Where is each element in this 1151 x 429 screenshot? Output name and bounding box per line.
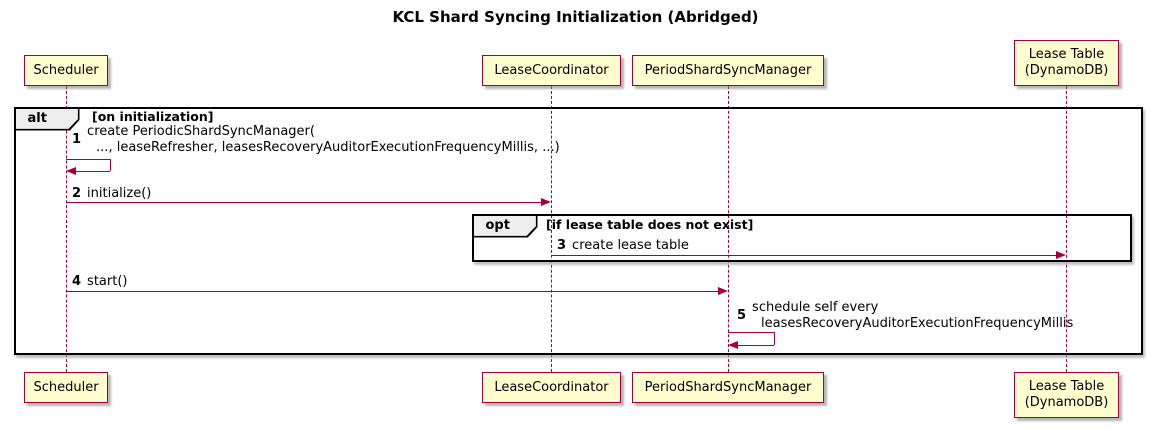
message-5-arrowhead	[728, 341, 738, 349]
participant-label: PeriodShardSyncManager	[644, 62, 812, 78]
opt-operator-pentagon: opt	[473, 215, 538, 238]
message-number: 1	[72, 132, 82, 147]
message-2-arrowhead	[541, 198, 551, 206]
alt-frame: alt	[14, 107, 1143, 355]
message-1-self-arrow	[66, 159, 110, 160]
message-2-arrow	[66, 202, 542, 203]
message-5-label: 5 schedule self every leasesRecoveryAudi…	[737, 300, 1073, 332]
participant-sublabel: (DynamoDB)	[1024, 63, 1109, 78]
participant-leasetable-top: Lease Table (DynamoDB)	[1014, 40, 1119, 86]
message-2-label: 2 initialize()	[72, 186, 151, 202]
message-number: 3	[557, 238, 567, 253]
lifeline-leasetable	[1066, 86, 1067, 372]
message-text: schedule self every leasesRecoveryAudito…	[752, 300, 1074, 331]
participant-label: LeaseCoordinator	[494, 379, 609, 395]
message-text: create lease table	[572, 238, 689, 253]
alt-operator-label: alt	[15, 108, 78, 129]
participant-leasecoordinator-bottom: LeaseCoordinator	[482, 372, 621, 403]
message-number: 4	[72, 274, 82, 289]
message-3-arrow	[551, 255, 1057, 256]
participant-label: Lease Table	[1028, 379, 1105, 394]
message-5-self-arrow	[736, 345, 774, 346]
message-4-arrowhead	[718, 287, 728, 295]
message-4-label: 4 start()	[72, 274, 127, 290]
message-1-self-arrow	[110, 159, 111, 171]
participant-label: Scheduler	[33, 62, 99, 78]
participant-periodshardsyncmanager-bottom: PeriodShardSyncManager	[632, 372, 824, 403]
message-number: 5	[737, 308, 747, 323]
opt-operator-label: opt	[473, 215, 536, 236]
message-text: initialize()	[87, 186, 152, 201]
diagram-title: KCL Shard Syncing Initialization (Abridg…	[392, 8, 759, 26]
participant-label: Lease Table	[1028, 47, 1105, 62]
participant-leasecoordinator-top: LeaseCoordinator	[482, 55, 621, 86]
message-text: start()	[87, 274, 128, 289]
opt-guard: [if lease table does not exist]	[546, 217, 754, 232]
alt-operator-pentagon: alt	[15, 108, 80, 131]
participant-periodshardsyncmanager-top: PeriodShardSyncManager	[632, 55, 824, 86]
message-1-arrowhead	[66, 167, 76, 175]
participant-label: PeriodShardSyncManager	[644, 379, 812, 395]
participant-scheduler-bottom: Scheduler	[24, 372, 108, 403]
message-number: 2	[72, 186, 82, 201]
participant-label: Scheduler	[33, 379, 99, 395]
message-5-self-arrow	[728, 332, 774, 333]
lifeline-periodshardsyncmanager	[728, 86, 729, 372]
participant-sublabel: (DynamoDB)	[1024, 395, 1109, 410]
message-3-arrowhead	[1056, 251, 1066, 259]
participant-leasetable-bottom: Lease Table (DynamoDB)	[1014, 372, 1119, 418]
lifeline-leasecoordinator	[551, 86, 552, 372]
message-1-label: 1 create PeriodicShardSyncManager( ..., …	[72, 124, 560, 156]
message-3-label: 3 create lease table	[557, 238, 689, 254]
message-5-self-arrow	[774, 332, 775, 345]
lifeline-scheduler	[66, 86, 67, 372]
opt-frame: opt	[472, 214, 1132, 262]
message-text: create PeriodicShardSyncManager( ..., le…	[87, 124, 560, 155]
message-1-self-arrow	[74, 171, 110, 172]
message-4-arrow	[66, 291, 719, 292]
alt-guard: [on initialization]	[92, 109, 214, 124]
participant-scheduler-top: Scheduler	[24, 55, 108, 86]
participant-label: LeaseCoordinator	[494, 62, 609, 78]
